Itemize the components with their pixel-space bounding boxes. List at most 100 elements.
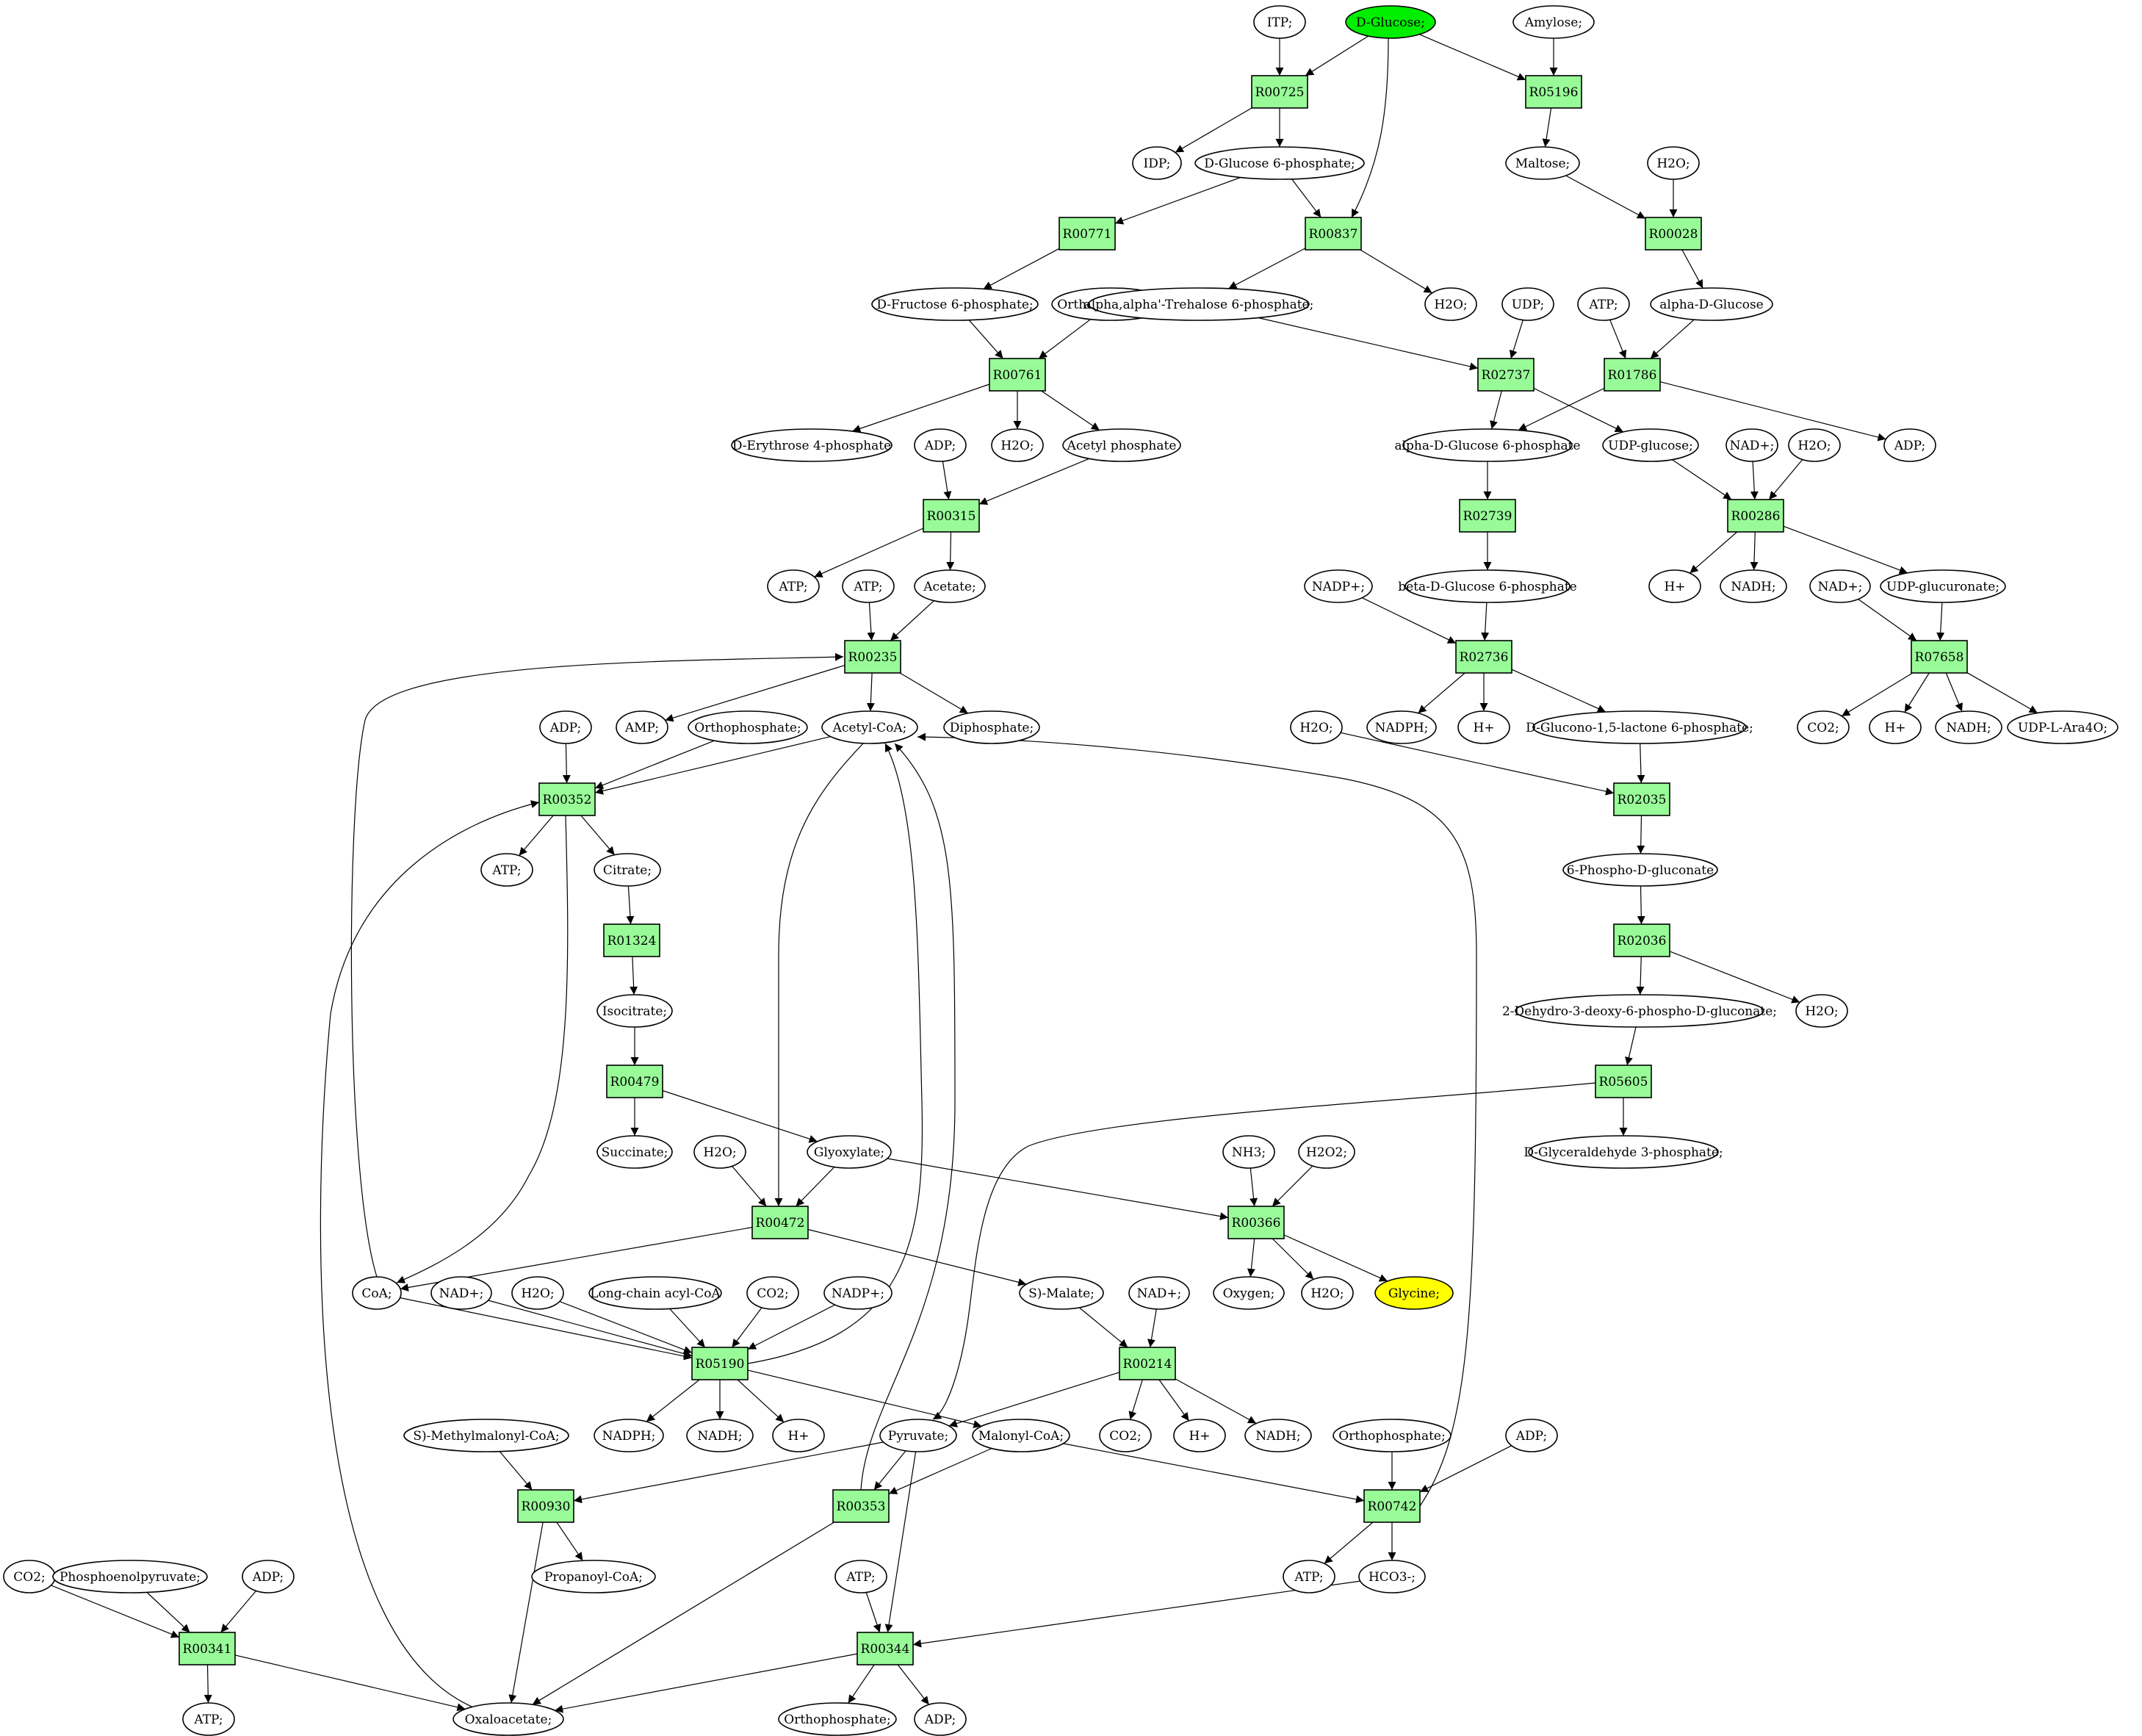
reaction-node-r02737[interactable]: R02737 bbox=[1477, 358, 1535, 392]
compound-node-atp[interactable]: ATP; bbox=[1577, 287, 1630, 321]
reaction-node-r00366[interactable]: R00366 bbox=[1227, 1206, 1285, 1239]
compound-node-d-glyceraldehyde-3-phosphate[interactable]: D-Glyceraldehyde 3-phosphate; bbox=[1523, 1135, 1723, 1169]
compound-node-h2o[interactable]: H2O; bbox=[1290, 710, 1343, 744]
reaction-node-r00315[interactable]: R00315 bbox=[923, 499, 980, 533]
compound-node-nadh[interactable]: NADH; bbox=[686, 1419, 754, 1452]
reaction-node-r00286[interactable]: R00286 bbox=[1727, 499, 1784, 533]
compound-node-adp[interactable]: ADP; bbox=[1883, 428, 1936, 462]
reaction-node-r00725[interactable]: R00725 bbox=[1251, 75, 1308, 109]
compound-node-h2o[interactable]: H2O; bbox=[991, 428, 1044, 462]
compound-node-2-dehydro-3-deoxy-6-phospho-d-gluconate[interactable]: 2-Dehydro-3-deoxy-6-phospho-D-gluconate; bbox=[1502, 994, 1777, 1028]
reaction-node-r05190[interactable]: R05190 bbox=[691, 1347, 749, 1380]
reaction-node-r00761[interactable]: R00761 bbox=[989, 358, 1046, 392]
compound-node-atp[interactable]: ATP; bbox=[480, 853, 533, 887]
compound-node-nh3[interactable]: NH3; bbox=[1222, 1135, 1275, 1169]
compound-node-co2[interactable]: CO2; bbox=[3, 1560, 56, 1593]
compound-node-h[interactable]: H+ bbox=[1648, 569, 1701, 603]
reaction-node-r02739[interactable]: R02739 bbox=[1459, 499, 1516, 533]
compound-node-h[interactable]: H+ bbox=[772, 1419, 825, 1452]
compound-node-nadp[interactable]: NADP+; bbox=[823, 1276, 892, 1310]
reaction-node-r02035[interactable]: R02035 bbox=[1613, 782, 1670, 816]
compound-node-coa[interactable]: CoA; bbox=[352, 1276, 402, 1310]
compound-node-co2[interactable]: CO2; bbox=[1099, 1419, 1152, 1452]
compound-node-nadh[interactable]: NADH; bbox=[1935, 710, 2002, 744]
compound-node-orthophosphate[interactable]: Orthophosphate; bbox=[688, 710, 808, 744]
compound-node-succinate[interactable]: Succinate; bbox=[596, 1135, 673, 1169]
reaction-node-r00479[interactable]: R00479 bbox=[606, 1065, 663, 1098]
compound-node-maltose[interactable]: Maltose; bbox=[1505, 146, 1580, 180]
compound-node-nad[interactable]: NAD+; bbox=[430, 1276, 492, 1310]
compound-node-udp-l-ara4o[interactable]: UDP-L-Ara4O; bbox=[2007, 710, 2118, 744]
compound-node-h2o[interactable]: H2O; bbox=[1647, 146, 1700, 180]
compound-node-atp[interactable]: ATP; bbox=[767, 569, 820, 603]
compound-node-udp-glucose[interactable]: UDP-glucose; bbox=[1602, 428, 1699, 462]
compound-node-h2o[interactable]: H2O; bbox=[693, 1135, 746, 1169]
compound-node-adp[interactable]: ADP; bbox=[1505, 1419, 1558, 1452]
reaction-node-r05196[interactable]: R05196 bbox=[1525, 75, 1582, 109]
compound-node-h[interactable]: H+ bbox=[1869, 710, 1922, 744]
compound-node-udp-glucuronate[interactable]: UDP-glucuronate; bbox=[1880, 569, 2006, 603]
compound-node-h[interactable]: H+ bbox=[1457, 710, 1510, 744]
compound-node-adp[interactable]: ADP; bbox=[914, 1702, 967, 1736]
reaction-node-r00742[interactable]: R00742 bbox=[1363, 1489, 1421, 1523]
compound-node-oxaloacetate[interactable]: Oxaloacetate; bbox=[452, 1702, 564, 1736]
compound-node-6-phospho-d-gluconate[interactable]: 6-Phospho-D-gluconate bbox=[1562, 853, 1718, 887]
compound-node-nadph[interactable]: NADPH; bbox=[1366, 710, 1437, 744]
compound-node-nadp[interactable]: NADP+; bbox=[1304, 569, 1373, 603]
reaction-node-r00837[interactable]: R00837 bbox=[1305, 217, 1362, 251]
compound-node-pyruvate[interactable]: Pyruvate; bbox=[879, 1419, 957, 1452]
reaction-node-r02736[interactable]: R02736 bbox=[1455, 640, 1512, 674]
compound-node-nad[interactable]: NAD+; bbox=[1726, 428, 1778, 462]
compound-node-d-glucono-1-5-lactone-6-phosphate[interactable]: D-Glucono-1,5-lactone 6-phosphate; bbox=[1526, 710, 1753, 744]
reaction-node-r00235[interactable]: R00235 bbox=[844, 640, 901, 674]
compound-node-h[interactable]: H+ bbox=[1173, 1419, 1226, 1452]
compound-node-orthophosphate[interactable]: Orthophosphate; bbox=[778, 1702, 897, 1736]
compound-node-acetate[interactable]: Acetate; bbox=[914, 569, 986, 603]
compound-node-atp[interactable]: ATP; bbox=[1283, 1560, 1335, 1593]
compound-node-h2o[interactable]: H2O; bbox=[511, 1276, 564, 1310]
compound-node-udp[interactable]: UDP; bbox=[1501, 287, 1554, 321]
compound-node-glycine[interactable]: Glycine; bbox=[1374, 1276, 1454, 1310]
compound-node-adp[interactable]: ADP; bbox=[539, 710, 592, 744]
compound-node-nad[interactable]: NAD+; bbox=[1809, 569, 1871, 603]
compound-node-nadh[interactable]: NADH; bbox=[1720, 569, 1787, 603]
reaction-node-r00344[interactable]: R00344 bbox=[857, 1632, 914, 1665]
compound-node-oxygen[interactable]: Oxygen; bbox=[1213, 1276, 1285, 1310]
compound-node-glyoxylate[interactable]: Glyoxylate; bbox=[807, 1135, 892, 1169]
compound-node-d-glucose[interactable]: D-Glucose; bbox=[1345, 5, 1436, 39]
compound-node-hco3[interactable]: HCO3-; bbox=[1358, 1560, 1426, 1593]
compound-node-phosphoenolpyruvate[interactable]: Phosphoenolpyruvate; bbox=[52, 1560, 208, 1593]
compound-node-h2o[interactable]: H2O; bbox=[1795, 994, 1848, 1028]
reaction-node-r00214[interactable]: R00214 bbox=[1119, 1347, 1176, 1380]
compound-node-alpha-d-glucose[interactable]: alpha-D-Glucose bbox=[1650, 287, 1773, 321]
compound-node-propanoyl-coa[interactable]: Propanoyl-CoA; bbox=[531, 1560, 656, 1593]
compound-node-nadph[interactable]: NADPH; bbox=[594, 1419, 664, 1452]
reaction-node-r00930[interactable]: R00930 bbox=[517, 1489, 574, 1523]
reaction-node-r01324[interactable]: R01324 bbox=[603, 923, 660, 957]
reaction-node-r07658[interactable]: R07658 bbox=[1911, 640, 1968, 674]
reaction-node-r00771[interactable]: R00771 bbox=[1059, 217, 1116, 251]
reaction-node-r01786[interactable]: R01786 bbox=[1604, 358, 1661, 392]
compound-node-d-fructose-6-phosphate[interactable]: D-Fructose 6-phosphate; bbox=[871, 287, 1039, 321]
reaction-node-r00028[interactable]: R00028 bbox=[1645, 217, 1702, 251]
compound-node-amylose[interactable]: Amylose; bbox=[1512, 5, 1595, 39]
compound-node-h2o2[interactable]: H2O2; bbox=[1298, 1135, 1355, 1169]
reaction-node-r00352[interactable]: R00352 bbox=[538, 782, 596, 816]
compound-node-beta-d-glucose-6-phosphate[interactable]: beta-D-Glucose 6-phosphate bbox=[1398, 569, 1577, 603]
compound-node-h2o[interactable]: H2O; bbox=[1788, 428, 1841, 462]
compound-node-itp[interactable]: ITP; bbox=[1253, 5, 1306, 39]
compound-node-diphosphate[interactable]: Diphosphate; bbox=[943, 710, 1040, 744]
compound-node-malonyl-coa[interactable]: Malonyl-CoA; bbox=[972, 1419, 1070, 1452]
compound-node-h2o[interactable]: H2O; bbox=[1301, 1276, 1354, 1310]
compound-node-co2[interactable]: CO2; bbox=[1797, 710, 1850, 744]
compound-node-adp[interactable]: ADP; bbox=[914, 428, 967, 462]
compound-node-d-erythrose-4-phosphate[interactable]: D-Erythrose 4-phosphate bbox=[731, 428, 892, 462]
compound-node-nadh[interactable]: NADH; bbox=[1244, 1419, 1312, 1452]
compound-node-atp[interactable]: ATP; bbox=[182, 1702, 235, 1736]
compound-node-s-malate[interactable]: S)-Malate; bbox=[1019, 1276, 1104, 1310]
reaction-node-r00341[interactable]: R00341 bbox=[178, 1632, 236, 1665]
compound-node-isocitrate[interactable]: Isocitrate; bbox=[596, 994, 673, 1028]
compound-node-adp[interactable]: ADP; bbox=[242, 1560, 295, 1593]
compound-node-orthophosphate[interactable]: Orthophosphate; bbox=[1333, 1419, 1452, 1452]
compound-node-atp[interactable]: ATP; bbox=[842, 569, 895, 603]
